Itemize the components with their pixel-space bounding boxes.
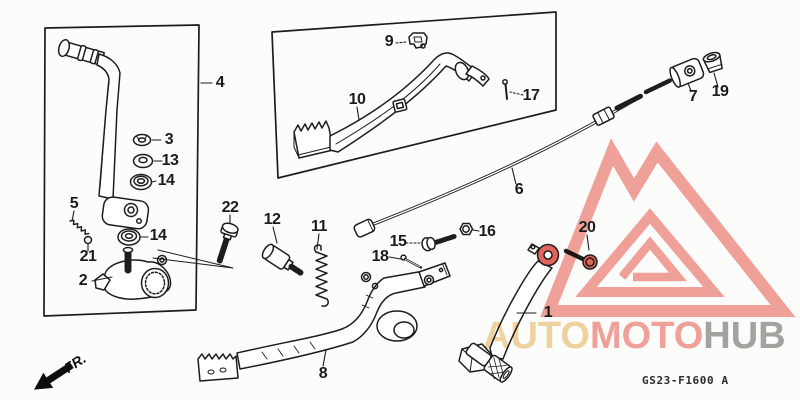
part-label-6: 6	[514, 181, 524, 198]
brake-pedal-assembly-drawing	[197, 222, 474, 382]
part-label-10: 10	[348, 91, 366, 108]
watermark-text-moto: MOTO	[589, 315, 704, 357]
part-label-2: 2	[78, 272, 88, 289]
part-label-7: 7	[688, 88, 698, 105]
part-label-21: 21	[79, 248, 97, 265]
part-label-12: 12	[263, 211, 281, 228]
part-label-22: 22	[221, 199, 239, 216]
part-label-19: 19	[711, 83, 729, 100]
gear-change-pedal-drawing	[458, 243, 598, 383]
part-label-18: 18	[371, 248, 389, 265]
brake-cable-drawing	[353, 51, 723, 238]
part-label-1: 1	[543, 304, 553, 321]
part-label-16: 16	[478, 223, 496, 240]
leader-lines	[71, 41, 719, 367]
diagram-code: GS23-F1600 A	[642, 374, 729, 387]
pedal-10-drawing	[293, 32, 508, 159]
part-label-14a: 14	[157, 172, 175, 189]
part-label-17: 17	[522, 87, 540, 104]
part-label-4: 4	[215, 74, 225, 91]
part-label-9: 9	[384, 33, 394, 50]
part-label-14b: 14	[149, 227, 167, 244]
watermark-text-auto: AUTO	[483, 315, 590, 357]
watermark-text: AUTOMOTOHUB	[483, 315, 786, 358]
watermark-text-hub: HUB	[703, 315, 786, 357]
part-label-3: 3	[164, 131, 174, 148]
part-label-11: 11	[311, 218, 327, 235]
part-label-5: 5	[69, 195, 79, 212]
left-parts-box	[43, 24, 200, 317]
fr-direction-arrow	[34, 362, 74, 390]
part-label-15: 15	[389, 233, 407, 250]
kick-starter-arm-drawing	[57, 38, 172, 300]
part-label-13: 13	[161, 152, 179, 169]
center-parts-box	[271, 11, 557, 179]
part-label-20: 20	[578, 219, 596, 236]
part-label-8: 8	[318, 365, 328, 382]
bolt-22-drawing	[216, 222, 239, 264]
